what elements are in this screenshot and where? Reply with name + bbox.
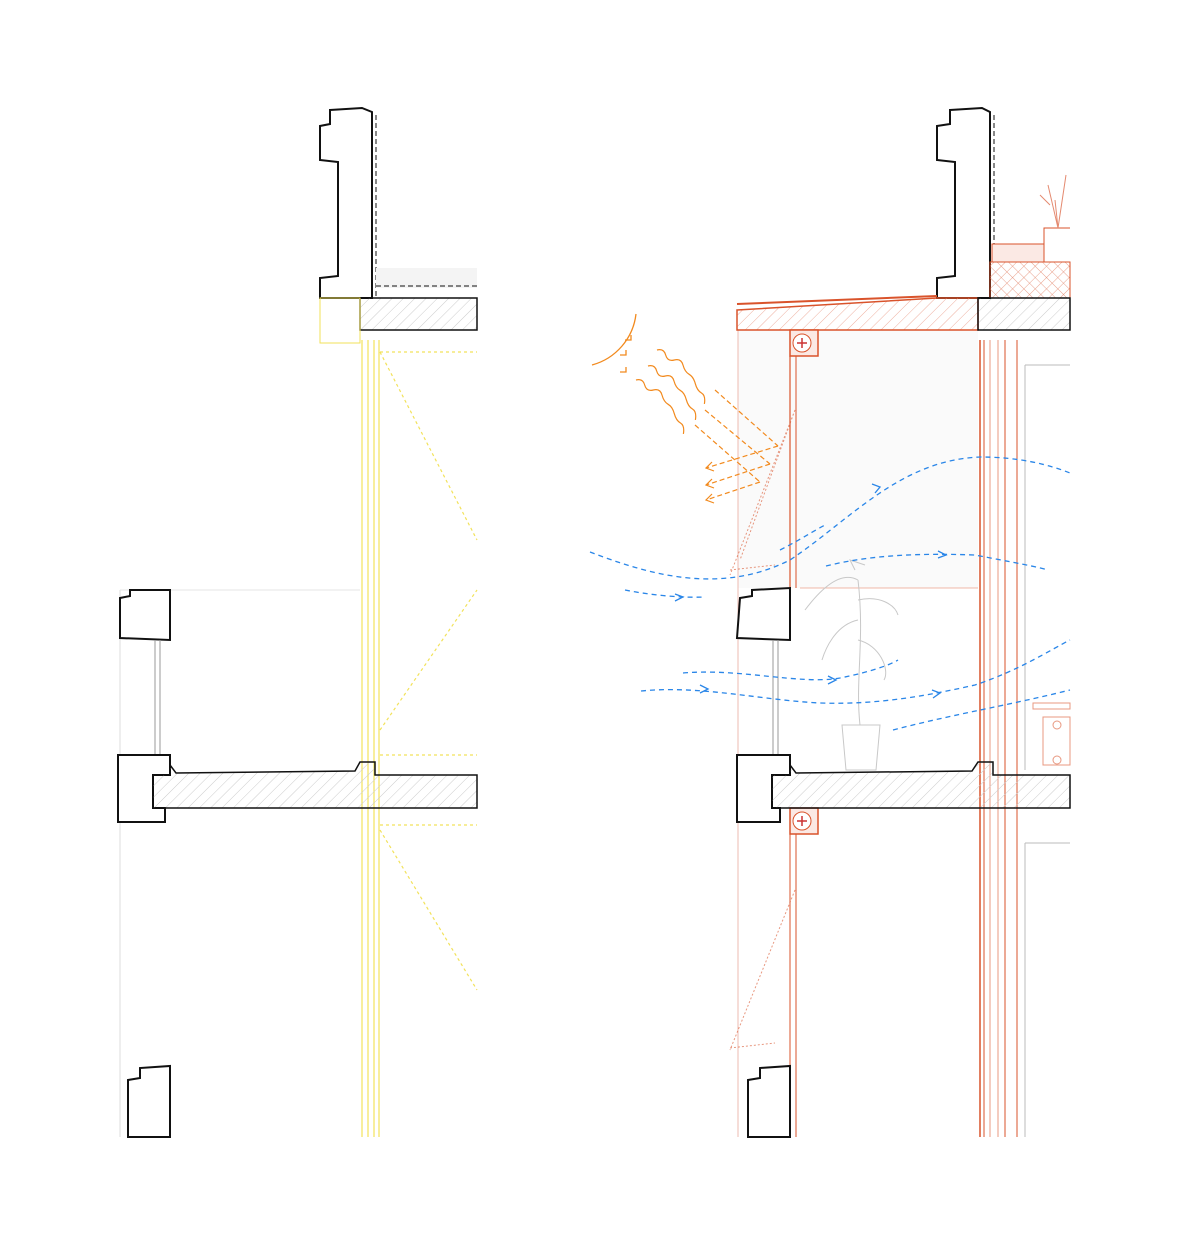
sill-parapet <box>735 586 791 642</box>
sill-parapet <box>119 589 171 642</box>
heater-top <box>789 329 819 357</box>
sun-icon <box>591 313 637 373</box>
lower-parapet <box>747 1064 791 1138</box>
air-flow-arrows <box>589 456 1071 731</box>
roof-gravel <box>376 268 477 288</box>
air-flow-arrowheads <box>674 483 948 699</box>
inner-facade-glazing <box>979 340 1070 1137</box>
open-vent-flap <box>729 409 796 576</box>
sun-rays <box>635 349 779 504</box>
potted-plant-icon <box>804 559 899 771</box>
roof-slab <box>977 297 1071 331</box>
buffer-space <box>738 330 978 588</box>
floor-slab <box>152 761 478 809</box>
retrofit-section <box>589 106 1071 1138</box>
planter <box>1043 227 1070 262</box>
roof-plant-icon <box>1039 174 1067 229</box>
roof-slab <box>359 297 478 331</box>
existing-section <box>117 106 478 1138</box>
green-roof-substrate <box>989 261 1071 299</box>
lower-parapet <box>127 1064 171 1138</box>
plus-icon <box>797 816 807 826</box>
plus-icon <box>797 338 807 348</box>
existing-glazing <box>361 340 478 1137</box>
radiator-icon <box>1032 702 1071 766</box>
roof-gravel <box>991 243 1045 263</box>
roof-parapet <box>319 106 373 299</box>
open-vent-flap <box>729 889 796 1051</box>
roof-flashing <box>736 295 938 305</box>
floor-slab <box>771 761 1071 809</box>
window-frame-head <box>319 297 361 344</box>
heater-bottom <box>789 807 819 835</box>
roof-parapet <box>936 106 991 299</box>
